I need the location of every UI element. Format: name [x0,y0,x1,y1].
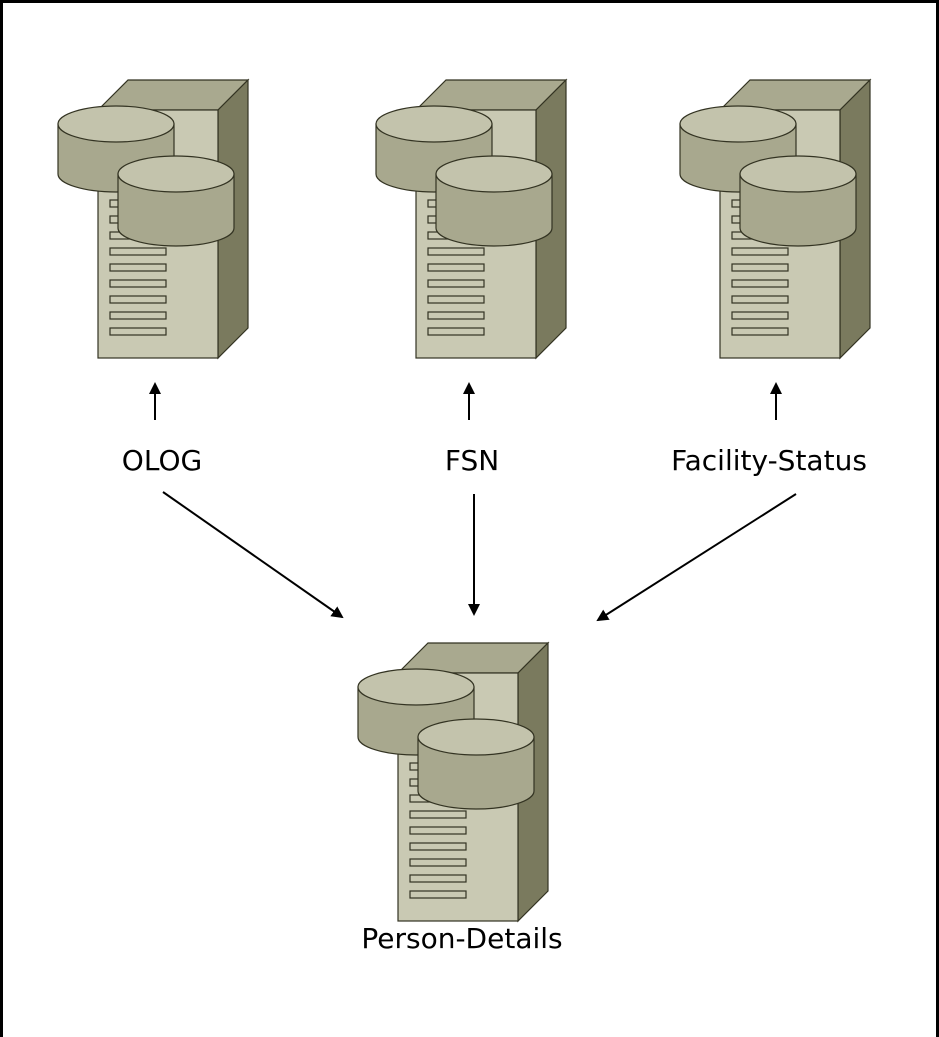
facility-status-label: Facility-Status [671,444,867,477]
olog-label: OLOG [122,444,202,477]
olog-to-person-details-arrow-icon [162,491,344,619]
facility-status-database-server-icon [679,79,871,359]
olog-database-server-icon [57,79,249,359]
facility-status-to-person-details-arrow-icon [596,493,797,622]
person-details-label: Person-Details [361,922,562,955]
fsn-label: FSN [445,444,499,477]
person-details-database-server-icon [357,642,549,922]
fsn-database-server-icon [375,79,567,359]
